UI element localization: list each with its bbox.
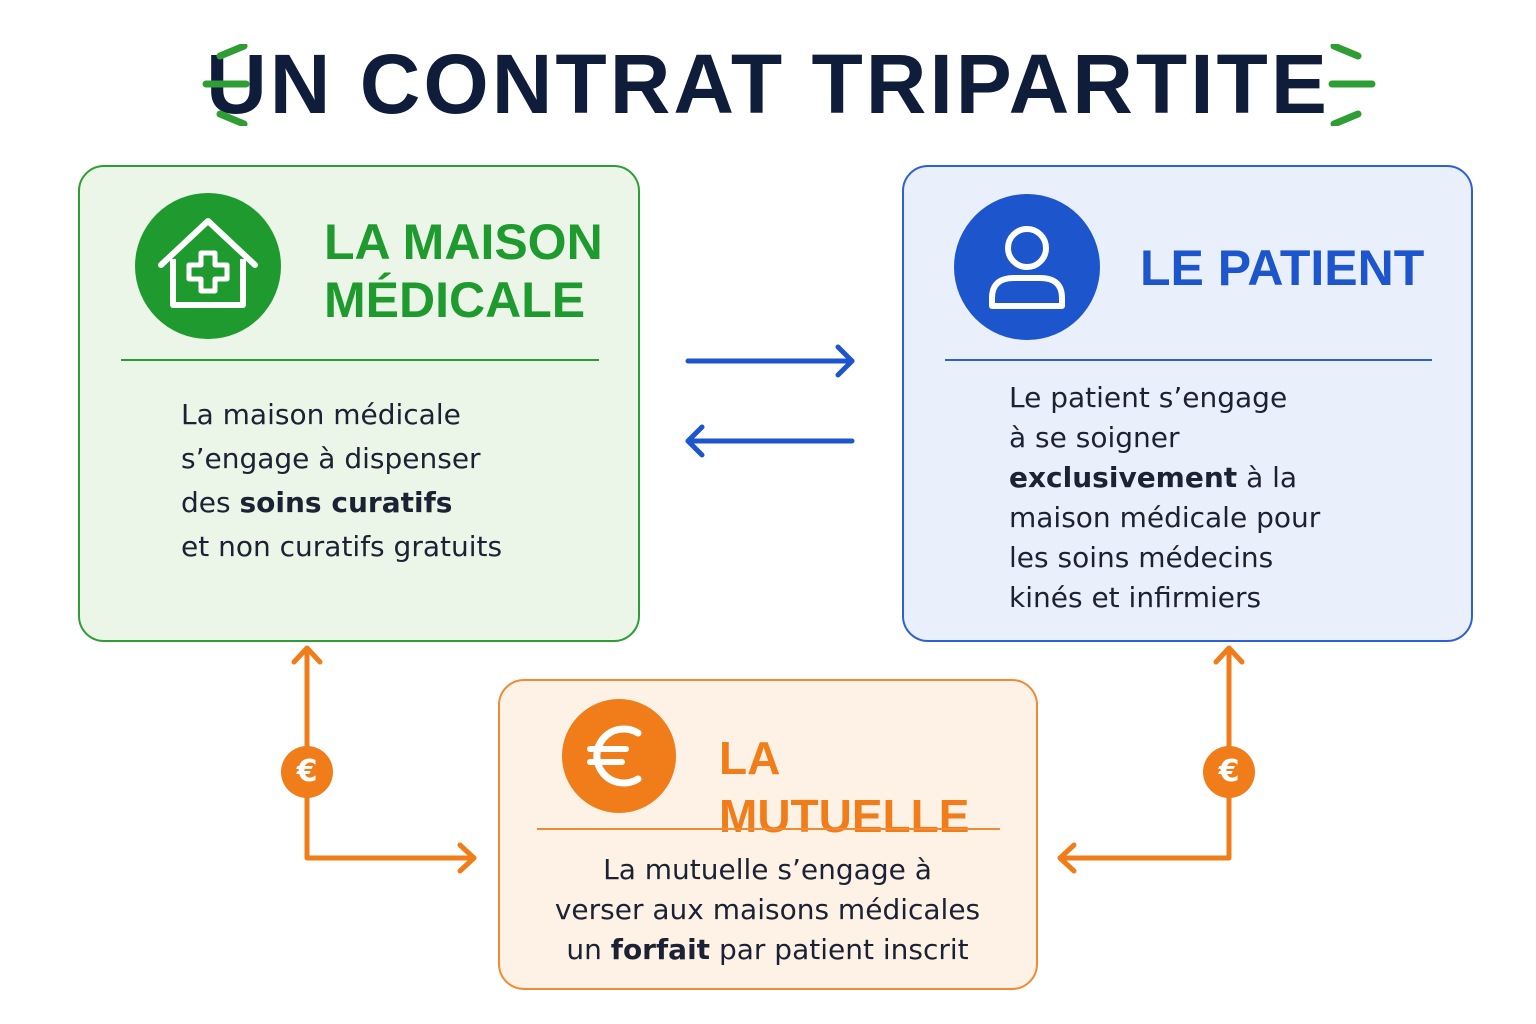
maison-text-line3-pre: des [181,486,240,519]
patient-text-line3: exclusivement à la [1009,458,1320,498]
maison-title-line1: LA MAISON [324,214,603,270]
patient-divider [945,359,1432,361]
maison-text-line4: et non curatifs gratuits [181,530,503,563]
arrow-to-maison [685,424,855,458]
euro-badge-right: € [1203,746,1255,798]
soins-curatifs-emphasis: soins curatifs [239,486,453,519]
left-payment-connector [291,645,477,874]
title-right-decoration [1328,44,1376,126]
page-title: UN CONTRAT TRIPARTITE [206,37,1330,131]
euro-badge-left: € [281,746,333,798]
maison-medicale-card: LA MAISON MÉDICALE La maison médicale s’… [78,165,640,642]
medical-house-icon [135,193,281,339]
right-payment-connector [1057,645,1245,874]
maison-divider [121,359,599,361]
mutuelle-card: LA MUTUELLE La mutuelle s’engage à verse… [498,679,1038,990]
maison-title-line2: MÉDICALE [324,272,586,328]
mutuelle-title: LA MUTUELLE [719,732,970,842]
euro-icon [562,699,676,813]
maison-description: La maison médicale s’engage à dispenser … [181,393,502,569]
forfait-emphasis: forfait [610,933,711,966]
arrow-to-patient [685,344,855,378]
patient-text-line1: Le patient s’engage [1009,381,1288,414]
patient-description: Le patient s’engage à se soigner exclusi… [1009,378,1320,618]
mutuelle-text-line3-post: par patient inscrit [710,933,969,966]
patient-text-line6: kinés et infirmiers [1009,581,1262,614]
patient-text-line2: à se soigner [1009,421,1180,454]
mutuelle-text-line2: verser aux maisons médicales [554,893,981,926]
maison-text-line1: La maison médicale [181,398,461,431]
maison-medicale-title: LA MAISON MÉDICALE [324,213,603,329]
maison-text-line2: s’engage à dispenser [181,442,481,475]
exclusivement-emphasis: exclusivement [1009,461,1238,494]
patient-title: LE PATIENT [1140,240,1425,296]
person-icon [954,194,1100,340]
mutuelle-text-line3: un forfait par patient inscrit [500,930,1035,970]
patient-card: LE PATIENT Le patient s’engage à se soig… [902,165,1473,642]
maison-text-line3: des soins curatifs [181,481,502,525]
patient-text-line4: maison médicale pour [1009,501,1321,534]
mutuelle-divider [537,828,1000,830]
mutuelle-text-line3-pre: un [566,933,611,966]
patient-text-line3-post: à la [1237,461,1298,494]
mutuelle-text-line1: La mutuelle s’engage à [603,853,932,886]
mutuelle-description: La mutuelle s’engage à verser aux maison… [500,850,1035,970]
title-left-decoration [202,44,250,126]
patient-text-line5: les soins médecins [1009,541,1274,574]
